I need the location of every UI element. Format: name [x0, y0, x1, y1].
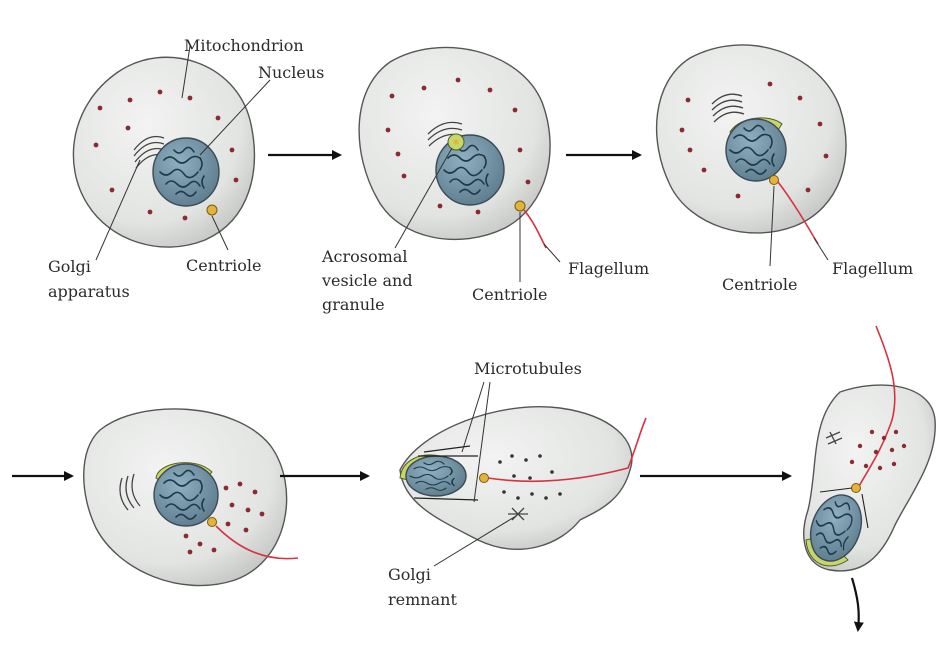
centriole	[207, 205, 217, 215]
cell-stage-2: Acrosomal vesicle and granule Flagellum …	[321, 47, 649, 314]
cell-stage-6	[802, 326, 935, 630]
cell-stage-3: Centriole Flagellum	[657, 45, 914, 294]
centriole	[480, 474, 489, 483]
label-microtubules: Microtubules	[474, 359, 582, 378]
label-acrosomal-3: granule	[322, 295, 385, 314]
label-nucleus: Nucleus	[258, 63, 324, 82]
cell-stage-1: Mitochondrion Nucleus Golgi apparatus Ce…	[48, 36, 324, 301]
centriole	[515, 201, 525, 211]
label-golgi-remnant-1: Golgi	[388, 565, 431, 584]
label-mitochondrion: Mitochondrion	[184, 36, 304, 55]
label-centriole-1: Centriole	[186, 256, 261, 275]
label-centriole-2: Centriole	[472, 285, 547, 304]
label-flagellum-2: Flagellum	[832, 259, 913, 278]
centriole	[852, 484, 861, 493]
label-golgi-apparatus: apparatus	[48, 282, 130, 301]
leader-flagellum	[814, 238, 828, 260]
leader-flagellum	[544, 244, 560, 262]
flagellum	[524, 210, 546, 248]
label-golgi-remnant-2: remnant	[388, 590, 457, 609]
downward-curved-arrow-icon	[852, 578, 859, 630]
label-acrosomal-1: Acrosomal	[321, 247, 407, 266]
label-acrosomal-2: vesicle and	[321, 271, 413, 290]
centriole	[208, 518, 217, 527]
label-flagellum-1: Flagellum	[568, 259, 649, 278]
cell-stage-4	[84, 409, 298, 586]
label-centriole-3: Centriole	[722, 275, 797, 294]
label-golgi: Golgi	[48, 257, 91, 276]
centriole	[770, 176, 779, 185]
cell-stage-5: Microtubules Golgi remnant	[388, 359, 646, 609]
